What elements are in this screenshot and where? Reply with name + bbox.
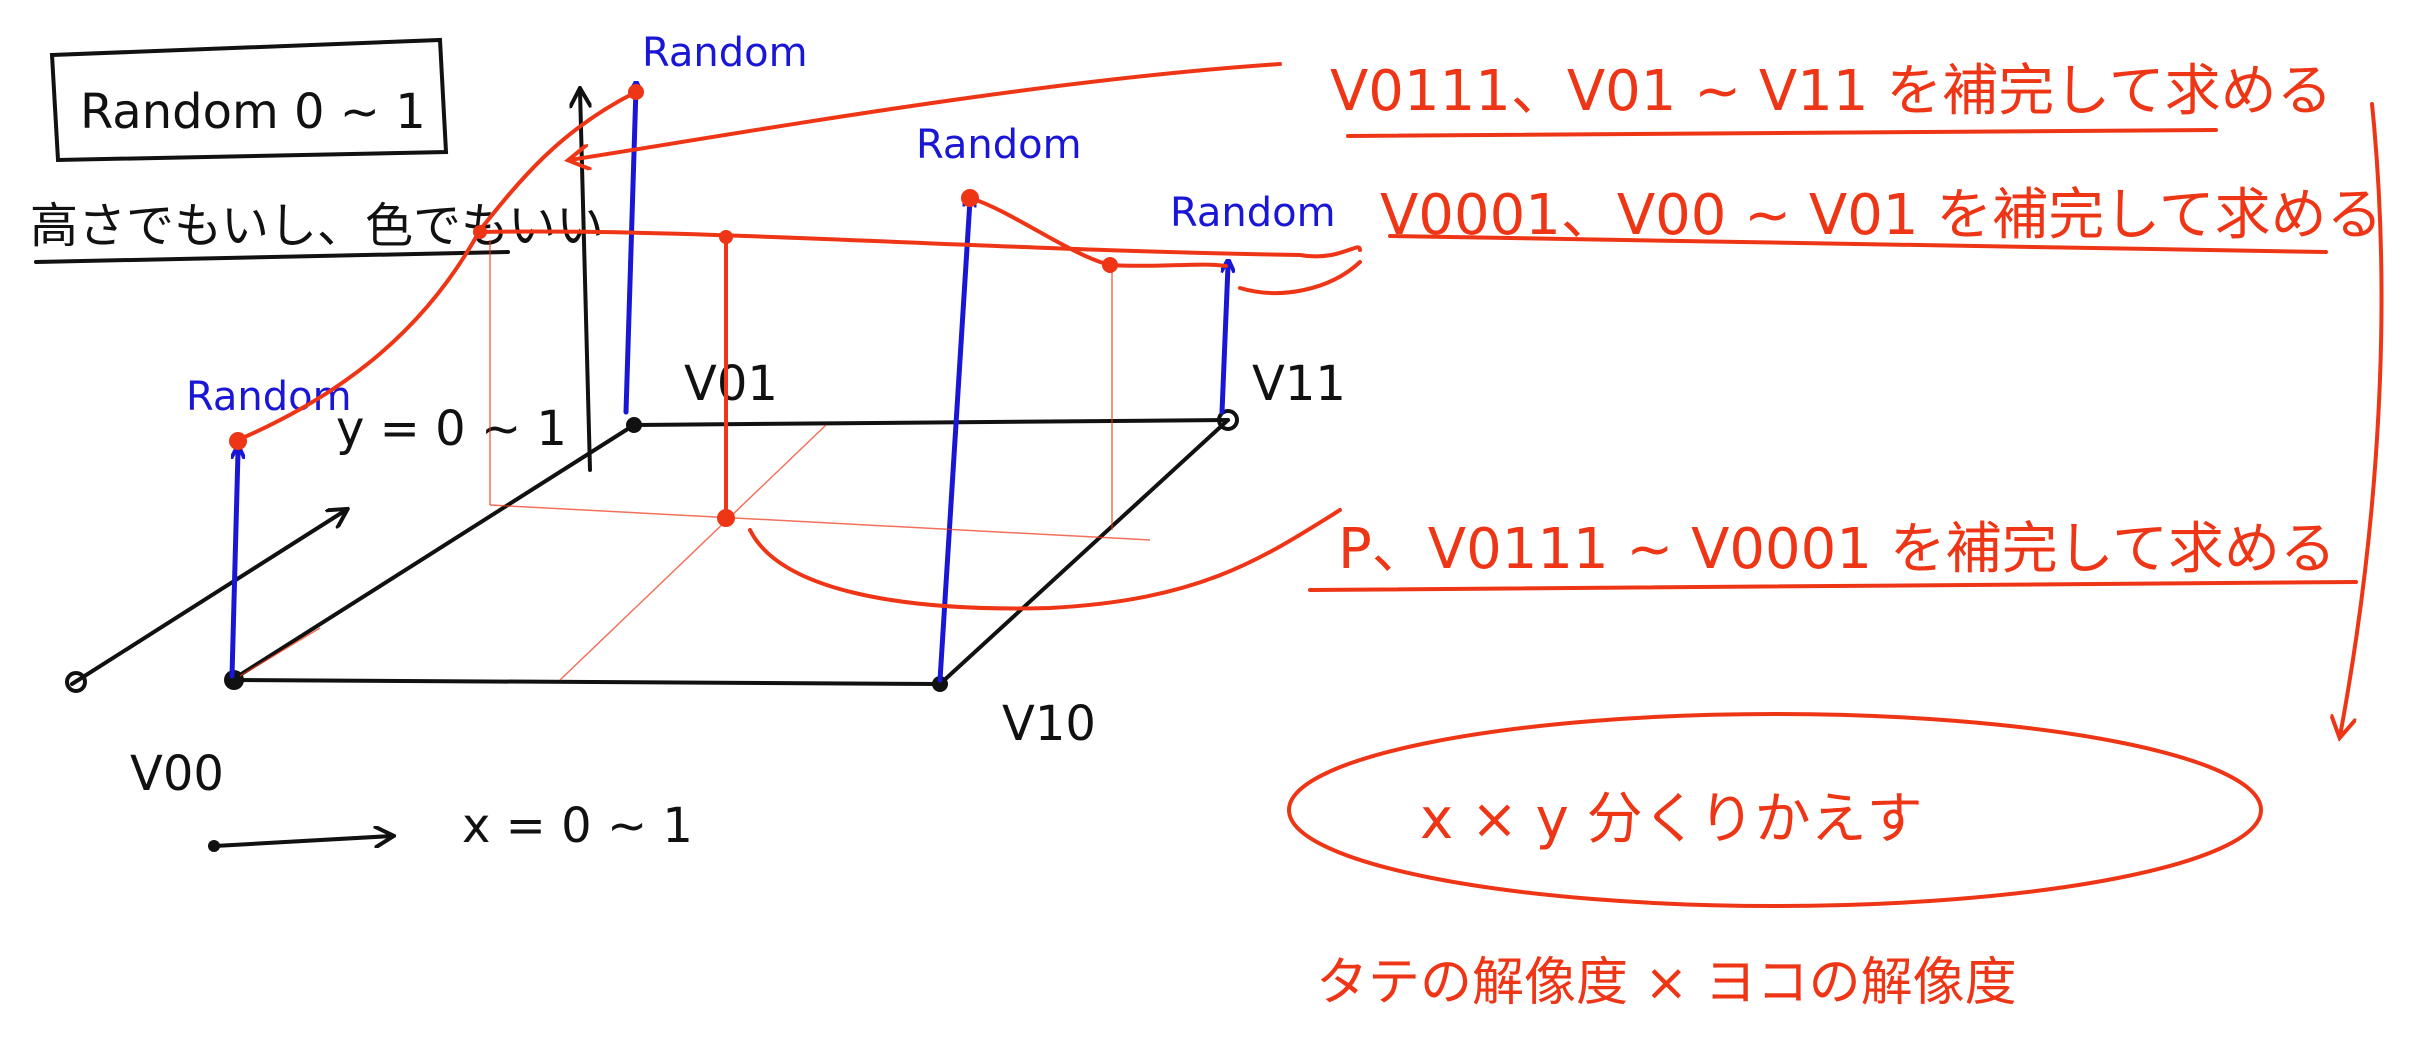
curve-v00-v01 xyxy=(236,90,638,442)
note-repeat: x × y 分くりかえす xyxy=(1420,787,1923,852)
x-axis-arrow xyxy=(213,836,392,848)
random-range-box: Random 0 ~ 1 xyxy=(49,37,449,163)
arrow-v01-random xyxy=(623,88,636,415)
point-v0001 xyxy=(473,225,487,239)
point-v01-top xyxy=(628,84,644,100)
note-step3-underline xyxy=(1308,580,2358,592)
note-step1: V0111、V01 ~ V11 を補完して求める xyxy=(1330,59,2333,124)
connector-step2 xyxy=(1238,260,1362,295)
point-v0111 xyxy=(1102,257,1118,273)
label-v00: V00 xyxy=(130,746,224,802)
random-label-v01: Random xyxy=(642,30,808,76)
guide-base-line xyxy=(489,504,1151,541)
label-y-range: y = 0 ~ 1 xyxy=(336,401,567,457)
random-label-v00: Random xyxy=(186,374,352,420)
origin-marker xyxy=(65,671,87,693)
guide-short xyxy=(239,627,321,677)
connector-step1 xyxy=(570,62,1282,160)
curve-v0001-v0111 xyxy=(478,229,1362,259)
random-label-v11: Random xyxy=(1170,190,1336,236)
note-step2-underline xyxy=(1388,234,2328,254)
point-v00-top xyxy=(229,432,247,450)
edge-v00-v01 xyxy=(230,423,636,682)
height-axis xyxy=(580,90,592,472)
point-v01 xyxy=(626,417,642,433)
y-axis-arrow xyxy=(70,510,346,686)
note-connectors xyxy=(570,62,2384,736)
interpolation-curves xyxy=(229,84,1362,681)
base-square xyxy=(65,90,1230,852)
edge-v00-v10 xyxy=(230,678,942,686)
arrow-v00-random xyxy=(229,452,238,679)
repeat-ellipse xyxy=(1287,712,2263,908)
random-range-label: Random 0 ~ 1 xyxy=(80,84,426,140)
connector-step3 xyxy=(748,508,1342,611)
edge-v10-v11 xyxy=(938,418,1230,686)
arrow-v11-random xyxy=(1219,266,1228,415)
x-arrow-start xyxy=(208,840,220,852)
label-v10: V10 xyxy=(1002,696,1096,752)
height-or-color-note: 高さでもいし、色でもいい xyxy=(30,198,604,254)
note-underline xyxy=(34,250,510,264)
label-v11: V11 xyxy=(1252,356,1346,412)
edge-v01-v11 xyxy=(632,418,1230,427)
point-v00 xyxy=(224,670,244,690)
label-v01: V01 xyxy=(684,356,778,412)
note-step3: P、V0111 ~ V0001 を補完して求める xyxy=(1338,517,2336,582)
note-step1-underline xyxy=(1346,128,2218,138)
flow-arrow xyxy=(2340,102,2384,736)
random-height-arrows xyxy=(229,88,1228,683)
point-v11 xyxy=(1217,409,1239,431)
point-v10 xyxy=(932,676,948,692)
random-label-v10: Random xyxy=(916,122,1082,168)
label-x-range: x = 0 ~ 1 xyxy=(462,798,693,854)
arrow-v10-random xyxy=(937,200,970,683)
point-v10-top xyxy=(961,189,979,207)
note-resolution: タテの解像度 × ヨコの解像度 xyxy=(1316,953,2017,1013)
guide-diagonal xyxy=(559,424,827,681)
